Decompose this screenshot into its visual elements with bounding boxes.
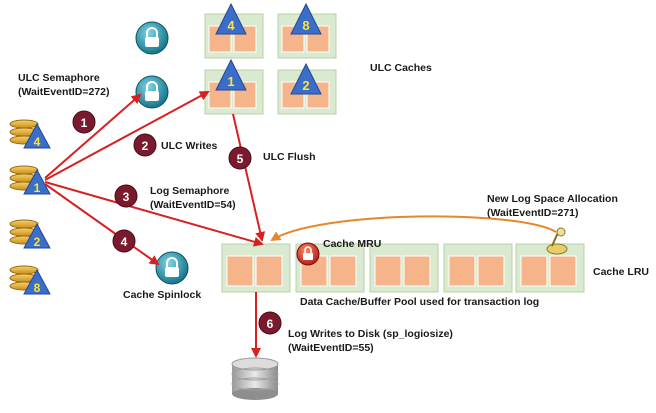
ulc-top-1-label: 4: [227, 18, 235, 33]
arrow-ulc-writes: [44, 91, 210, 181]
cache-mru-icon: [296, 242, 320, 266]
flow-arrows: [44, 91, 266, 358]
ulc-flush-label: ULC Flush: [263, 151, 316, 163]
step-number: 1: [81, 116, 88, 130]
log-writes-label: Log Writes to Disk (sp_logiosize): [288, 328, 453, 340]
new-log-space-id: (WaitEventID=271): [487, 207, 579, 219]
cache-mru-label: Cache MRU: [323, 238, 382, 250]
engine-icon: 2: [9, 219, 51, 249]
step-badge: 2: [133, 133, 157, 157]
ulc-engine-icon-bottom-1: 1: [215, 58, 247, 91]
data-cache-pool: [221, 243, 585, 293]
ulc-semaphore-label: ULC Semaphore: [18, 72, 100, 84]
engine-icon: 8: [9, 265, 51, 295]
engine-label: 4: [34, 135, 41, 149]
lock-icon: [135, 75, 169, 109]
arrow-cache-spinlock: [44, 183, 160, 266]
step-badge: 1: [72, 110, 96, 134]
log-writes-id: (WaitEventID=55): [288, 342, 374, 354]
arrow-ulc-semaphore: [44, 93, 142, 179]
cache-lru-label: Cache LRU: [593, 266, 650, 278]
step-number: 5: [237, 152, 244, 166]
arrow-new-log-space: [270, 215, 557, 242]
ulc-bottom-2-label: 2: [302, 78, 309, 93]
ulc-caches-label: ULC Caches: [370, 62, 432, 74]
log-semaphore-label: Log Semaphore: [150, 185, 230, 197]
log-semaphore-id: (WaitEventID=54): [150, 199, 236, 211]
engine-label: 8: [34, 281, 41, 295]
new-log-space-label: New Log Space Allocation: [487, 193, 618, 205]
step-number: 4: [121, 235, 128, 249]
ulc-engine-icon-top-1: 4: [215, 2, 247, 35]
lock-icon: [135, 21, 169, 55]
cache-spinlock-label: Cache Spinlock: [123, 289, 202, 301]
data-cache-label: Data Cache/Buffer Pool used for transact…: [300, 296, 540, 308]
step-number: 6: [267, 317, 274, 331]
ulc-top-2-label: 8: [302, 18, 309, 33]
step-badge: 4: [112, 229, 136, 253]
arrow-ulc-flush: [232, 113, 266, 242]
ulc-writes-label: ULC Writes: [161, 140, 218, 152]
step-badge: 3: [114, 184, 138, 208]
engine-label: 1: [34, 181, 41, 195]
engine-icon: 1: [9, 165, 51, 195]
lock-icon: [155, 251, 189, 285]
ulc-semaphore-id: (WaitEventID=272): [18, 86, 110, 98]
ulc-engine-icon-top-2: 8: [290, 2, 322, 35]
step-badge: 5: [228, 146, 252, 170]
janitor-icon: [546, 227, 568, 255]
engine-label: 2: [34, 235, 41, 249]
ulc-engine-icon-bottom-2: 2: [290, 62, 322, 95]
disk-icon: [231, 357, 279, 400]
ulc-bottom-1-label: 1: [227, 74, 234, 89]
step-number: 3: [123, 190, 130, 204]
arrow-log-semaphore: [44, 181, 264, 247]
step-badge: 6: [258, 311, 282, 335]
step-number: 2: [142, 139, 149, 153]
engine-icon: 4: [9, 119, 51, 149]
